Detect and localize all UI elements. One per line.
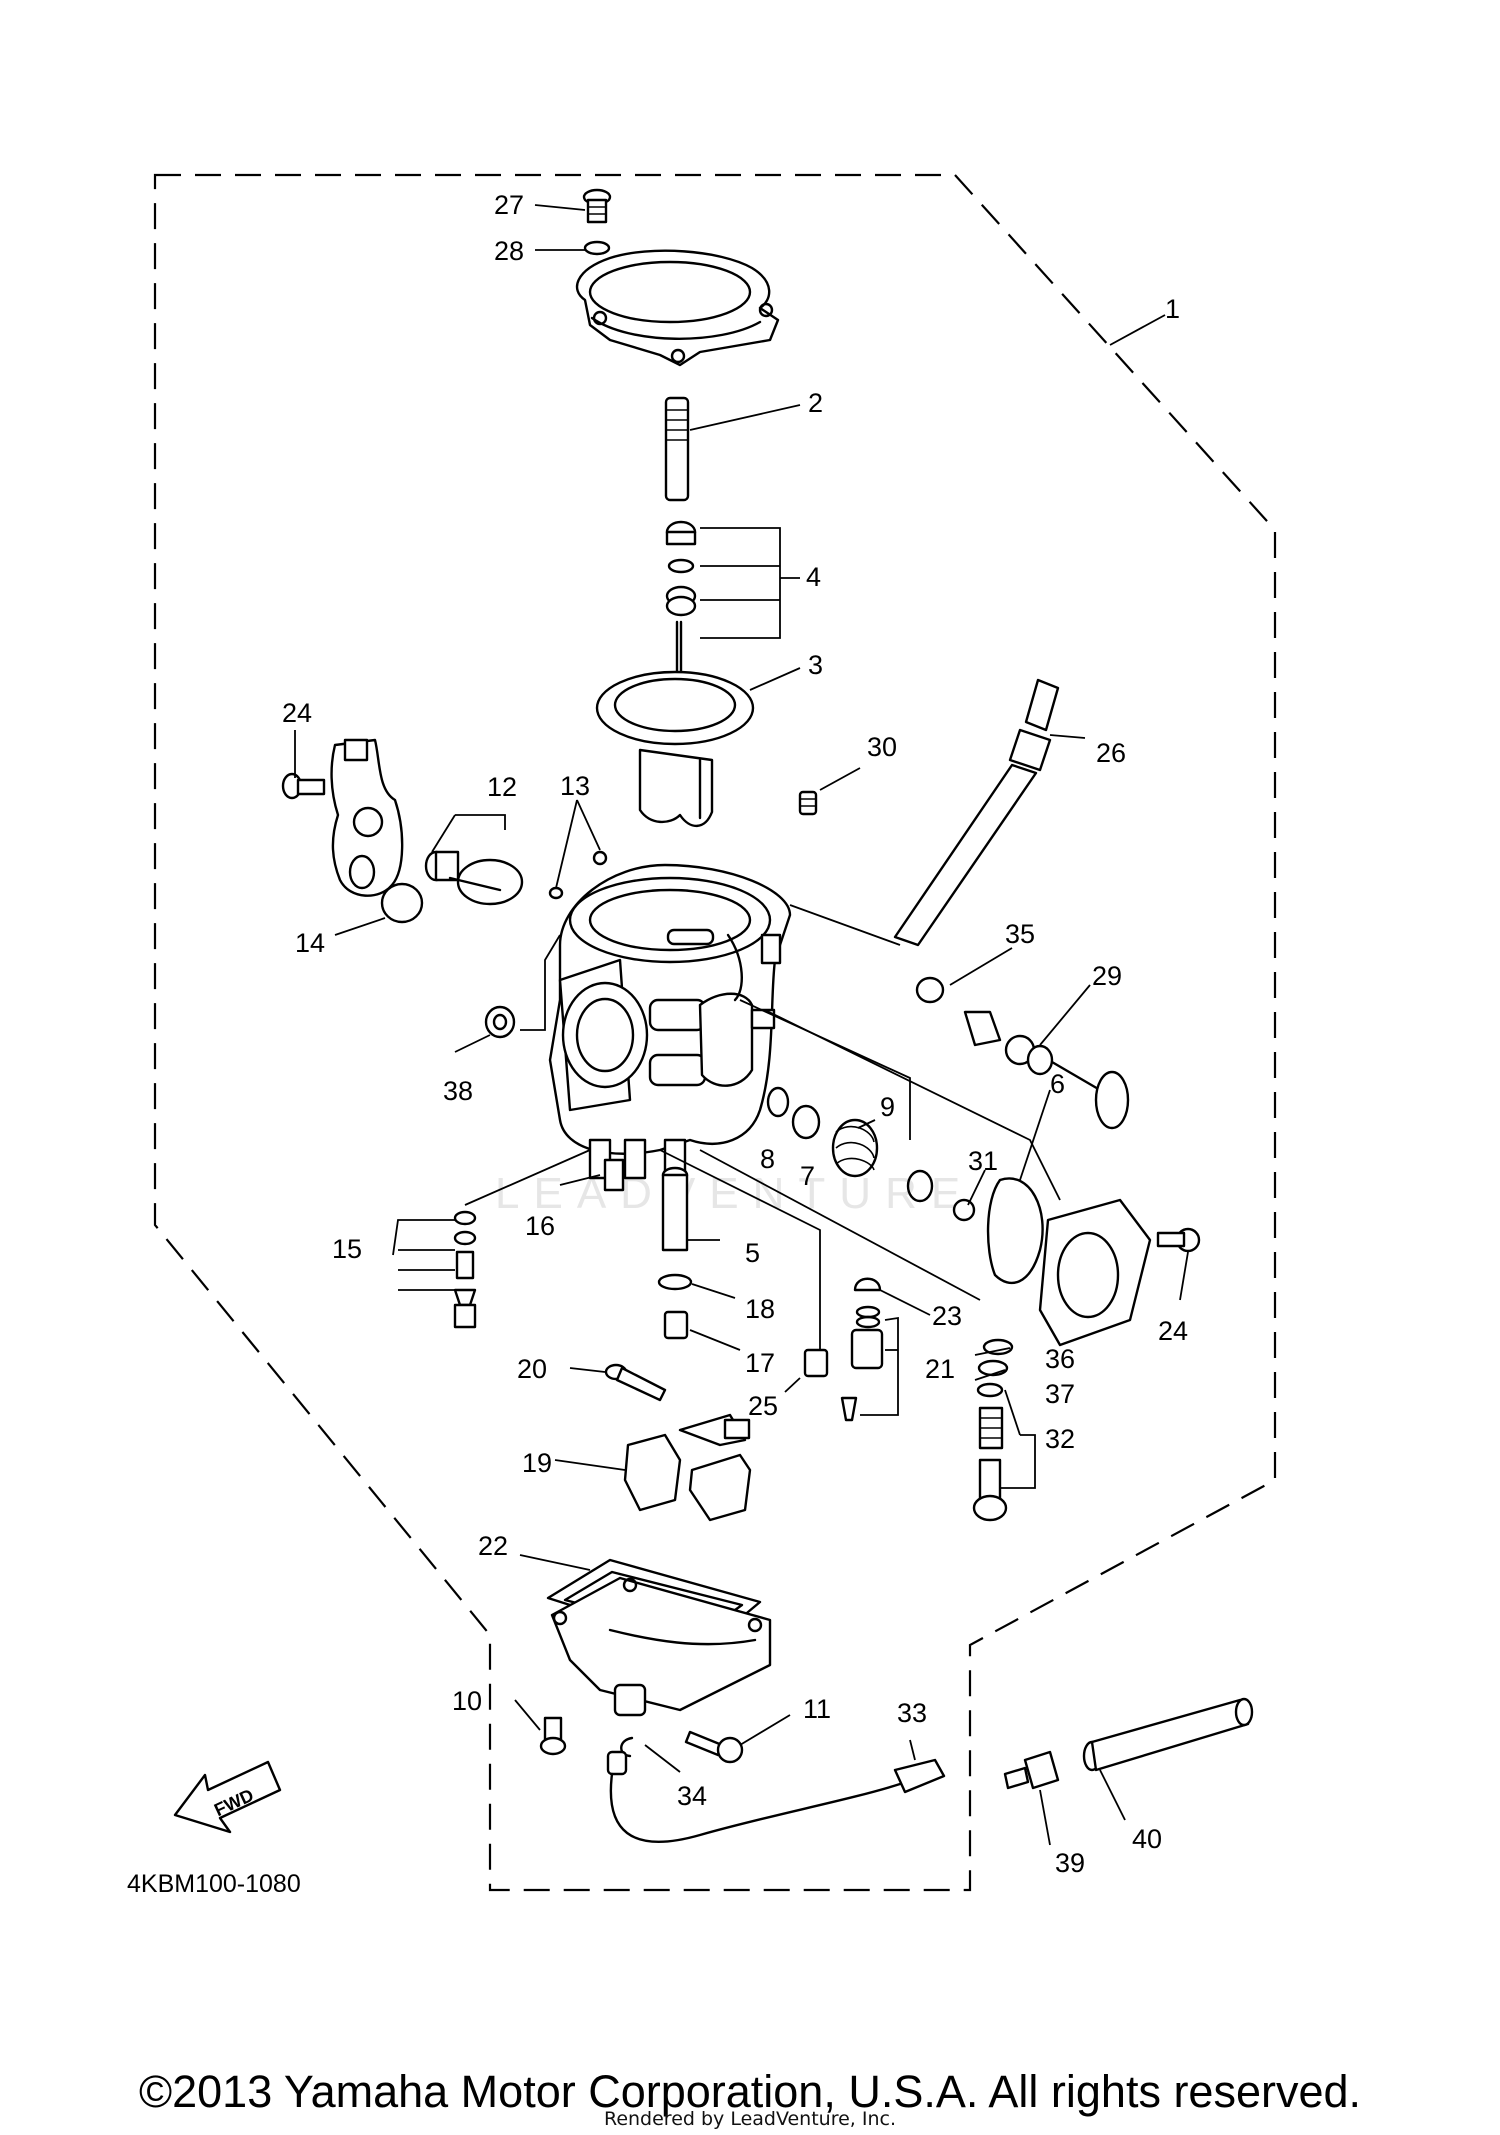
callout-2: 2 xyxy=(808,388,823,418)
callout-1: 1 xyxy=(1165,294,1180,324)
part-11-drain-screw xyxy=(684,1730,744,1764)
callout-22: 22 xyxy=(478,1531,508,1561)
part-37-o-ring xyxy=(977,1359,1009,1377)
callout-20: 20 xyxy=(517,1354,547,1384)
callout-12: 12 xyxy=(487,772,517,802)
callout-5: 5 xyxy=(745,1238,760,1268)
callout-25: 25 xyxy=(748,1391,778,1421)
callout-38: 38 xyxy=(443,1076,473,1106)
part-22-float-bowl xyxy=(546,1558,772,1717)
part-18-washer xyxy=(657,1273,693,1291)
callout-11: 11 xyxy=(803,1694,831,1724)
fwd-arrow-icon: FWD xyxy=(173,1760,282,1834)
callout-3: 3 xyxy=(808,650,823,680)
part-5-needle-jet xyxy=(661,1166,689,1252)
callout-31: 31 xyxy=(968,1146,998,1176)
part-26-cable xyxy=(893,678,1060,947)
callout-21: 21 xyxy=(925,1354,955,1384)
callout-36: 36 xyxy=(1045,1344,1075,1374)
callout-24-left: 24 xyxy=(282,698,312,728)
part-13-ring-b xyxy=(548,886,564,900)
callout-28: 28 xyxy=(494,236,524,266)
callout-37: 37 xyxy=(1045,1379,1075,1409)
part-top-cover xyxy=(575,249,780,367)
callout-4: 4 xyxy=(806,562,821,592)
part-24-bolt-right xyxy=(1156,1227,1201,1253)
part-33-drain-hose xyxy=(606,1750,946,1844)
part-9-spring xyxy=(831,1118,879,1178)
callout-23: 23 xyxy=(932,1301,962,1331)
callout-40: 40 xyxy=(1132,1824,1162,1854)
callout-8: 8 xyxy=(760,1144,775,1174)
part-38-nut xyxy=(484,1005,516,1039)
part-40-hose xyxy=(1082,1697,1254,1772)
part-21-needle-valve xyxy=(840,1305,884,1422)
part-10-screw xyxy=(539,1716,567,1756)
part-30-plug xyxy=(798,790,818,816)
callout-9: 9 xyxy=(880,1092,895,1122)
callout-16: 16 xyxy=(525,1211,555,1241)
part-35-washer xyxy=(915,976,945,1004)
callout-24-right: 24 xyxy=(1158,1316,1188,1346)
part-19-float xyxy=(623,1413,752,1522)
part-6-cover xyxy=(986,1177,1152,1347)
callout-34: 34 xyxy=(677,1781,707,1811)
part-23-cap xyxy=(853,1277,882,1292)
part-28-washer xyxy=(583,240,611,256)
part-16-jet xyxy=(603,1158,625,1192)
callout-15: 15 xyxy=(332,1234,362,1264)
part-12-plunger xyxy=(424,850,524,906)
callout-14: 14 xyxy=(295,928,325,958)
callout-32: 32 xyxy=(1045,1424,1075,1454)
part-2-spring xyxy=(664,396,690,502)
callout-33: 33 xyxy=(897,1698,927,1728)
part-carburetor-body xyxy=(548,863,792,1180)
callout-18: 18 xyxy=(745,1294,775,1324)
callout-labels: 1 2 3 4 5 6 7 8 9 10 11 12 13 14 15 16 1… xyxy=(282,190,1188,1878)
callout-30: 30 xyxy=(867,732,897,762)
callout-26: 26 xyxy=(1096,738,1126,768)
part-8-washer xyxy=(766,1086,790,1118)
callout-17: 17 xyxy=(745,1348,775,1378)
callout-29: 29 xyxy=(1092,961,1122,991)
part-15-jet-assy xyxy=(453,1210,477,1329)
part-17-main-jet xyxy=(663,1310,689,1340)
leader-lines xyxy=(294,204,1189,1846)
callout-6: 6 xyxy=(1050,1069,1065,1099)
part-25-jet xyxy=(803,1348,829,1378)
part-14-o-ring xyxy=(380,882,424,924)
watermark-text: LEADVENTURE xyxy=(495,1169,974,1218)
part-20-pin xyxy=(604,1363,667,1402)
callout-35: 35 xyxy=(1005,919,1035,949)
callout-10: 10 xyxy=(452,1686,482,1716)
part-32-screw xyxy=(972,1382,1008,1522)
callout-39: 39 xyxy=(1055,1848,1085,1878)
part-36-o-ring xyxy=(982,1338,1014,1356)
part-3-diaphragm xyxy=(595,670,755,828)
part-29-pilot-screw xyxy=(963,1010,1130,1130)
callout-7: 7 xyxy=(800,1161,815,1191)
callout-27: 27 xyxy=(494,190,524,220)
part-code: 4KBM100-1080 xyxy=(127,1870,301,1898)
copyright-footer: ©2013 Yamaha Motor Corporation, U.S.A. A… xyxy=(138,2066,1362,2117)
part-bracket-left xyxy=(330,738,404,897)
part-7-o-ring xyxy=(791,1104,821,1140)
callout-19: 19 xyxy=(522,1448,552,1478)
part-39-joint xyxy=(1003,1750,1060,1790)
part-24-bolt-left xyxy=(281,772,326,800)
part-13-ring-a xyxy=(592,850,608,866)
part-34-clip xyxy=(620,1736,634,1758)
part-27-screw xyxy=(582,188,612,224)
assembly-boundary xyxy=(153,173,1277,1892)
callout-13: 13 xyxy=(560,771,590,801)
rendered-by-note: Rendered by LeadVenture, Inc. xyxy=(603,2108,897,2130)
